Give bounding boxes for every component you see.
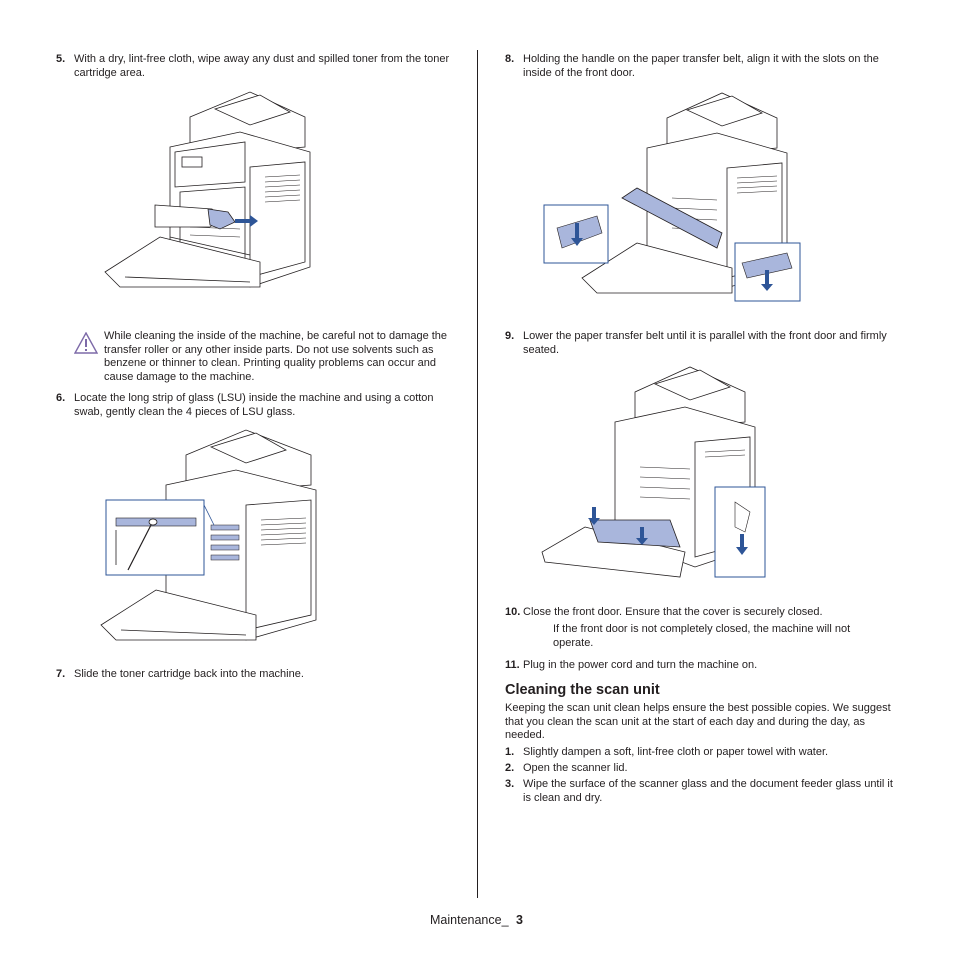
step-text: Locate the long strip of glass (LSU) ins… bbox=[74, 392, 434, 418]
step-text: Lower the paper transfer belt until it i… bbox=[523, 330, 887, 356]
step-number: 9. bbox=[505, 330, 515, 342]
step-number: 1. bbox=[505, 746, 515, 758]
transfer-belt-lower-illustration bbox=[541, 366, 766, 578]
step-text: Holding the handle on the paper transfer… bbox=[523, 53, 879, 79]
page-number: 3 bbox=[516, 913, 523, 927]
step-number: 2. bbox=[505, 762, 515, 774]
caution-triangle-icon bbox=[74, 332, 98, 354]
footer-label: Maintenance_ bbox=[430, 913, 509, 927]
note-text: If the front door is not completely clos… bbox=[553, 623, 851, 649]
column-divider bbox=[477, 50, 478, 898]
step-number: 3. bbox=[505, 778, 515, 790]
page-footer: Maintenance_ 3 bbox=[430, 913, 523, 928]
transfer-belt-align-illustration bbox=[543, 92, 801, 302]
printer-wipe-illustration bbox=[104, 91, 311, 288]
step-text: Slightly dampen a soft, lint-free cloth … bbox=[523, 746, 829, 758]
note-pencil-icon bbox=[529, 629, 547, 647]
step-text: Slide the toner cartridge back into the … bbox=[74, 668, 304, 680]
step-text: With a dry, lint-free cloth, wipe away a… bbox=[74, 53, 450, 79]
step-number: 6. bbox=[56, 392, 66, 404]
step-text: Plug in the power cord and turn the mach… bbox=[523, 659, 758, 671]
step-number: 11. bbox=[505, 659, 520, 671]
printer-lsu-illustration bbox=[100, 429, 317, 641]
step-number: 8. bbox=[505, 53, 515, 65]
step-number: 5. bbox=[56, 53, 66, 65]
step-text: Wipe the surface of the scanner glass an… bbox=[523, 778, 893, 804]
step-number: 7. bbox=[56, 668, 66, 680]
step-10-note: If the front door is not completely clos… bbox=[522, 623, 882, 651]
section-intro: Keeping the scan unit clean helps ensure… bbox=[505, 702, 891, 741]
step-text: Close the front door. Ensure that the co… bbox=[523, 606, 823, 618]
caution-note: While cleaning the inside of the machine… bbox=[74, 330, 454, 386]
step-text: Open the scanner lid. bbox=[523, 762, 628, 774]
step-number: 10. bbox=[505, 606, 521, 618]
section-heading: Cleaning the scan unit bbox=[505, 682, 660, 698]
caution-text: While cleaning the inside of the machine… bbox=[104, 330, 448, 383]
